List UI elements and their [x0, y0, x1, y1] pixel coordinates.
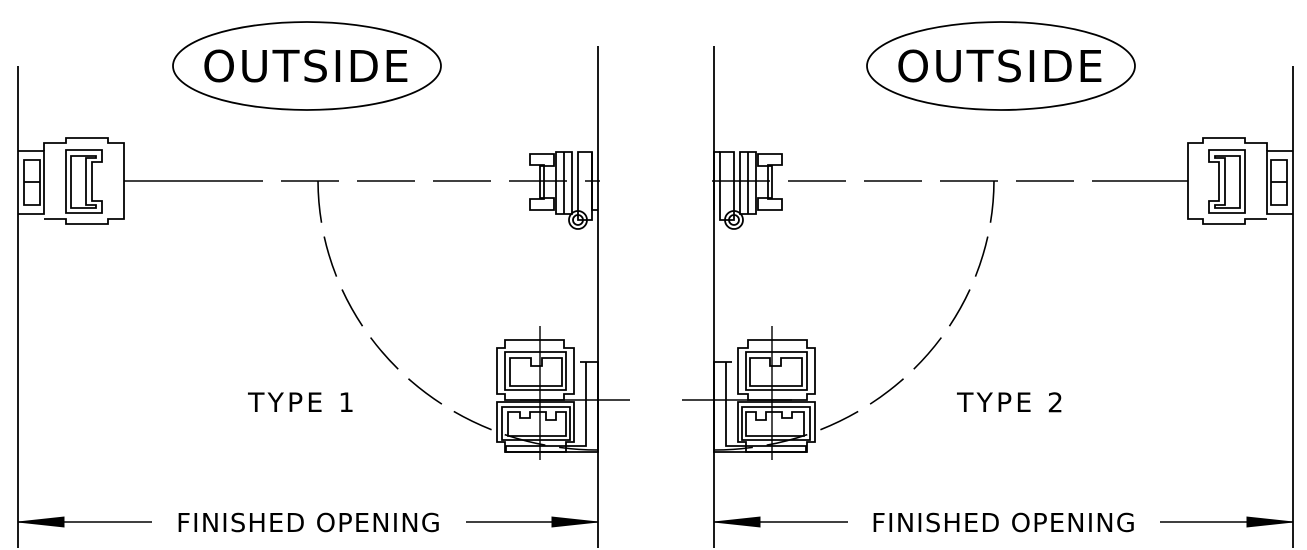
door-swing-arc-right	[713, 180, 995, 451]
hinge-pin-left	[568, 210, 588, 230]
type-2-panel: OUTSIDE TYPE 2	[682, 21, 1294, 548]
outside-label-left: OUTSIDE	[172, 21, 442, 111]
outside-text-left: OUTSIDE	[202, 42, 412, 93]
outside-label-right: OUTSIDE	[866, 21, 1136, 111]
outside-ellipse-right	[866, 21, 1136, 111]
hinge-profile-left	[529, 151, 598, 230]
outside-ellipse-left	[172, 21, 442, 111]
open-door-profile-right	[682, 326, 816, 460]
type-2-label: TYPE 2	[956, 388, 1067, 419]
frame-profile-left	[18, 137, 125, 225]
hinge-profile-right	[713, 151, 783, 230]
finished-opening-text-left: FINISHED OPENING	[176, 509, 442, 539]
finished-opening-text-right: FINISHED OPENING	[871, 509, 1137, 539]
door-swing-arc-left	[317, 180, 599, 451]
frame-profile-right	[1187, 137, 1293, 225]
hinge-pin-right	[724, 210, 744, 230]
finished-opening-dimension-right: FINISHED OPENING	[713, 509, 1294, 539]
type-1-label: TYPE 1	[247, 388, 358, 419]
open-door-profile-left	[496, 326, 630, 460]
type-1-panel: OUTSIDE TYPE 1	[17, 21, 630, 548]
outside-text-right: OUTSIDE	[896, 42, 1106, 93]
finished-opening-dimension-left: FINISHED OPENING	[17, 509, 599, 539]
